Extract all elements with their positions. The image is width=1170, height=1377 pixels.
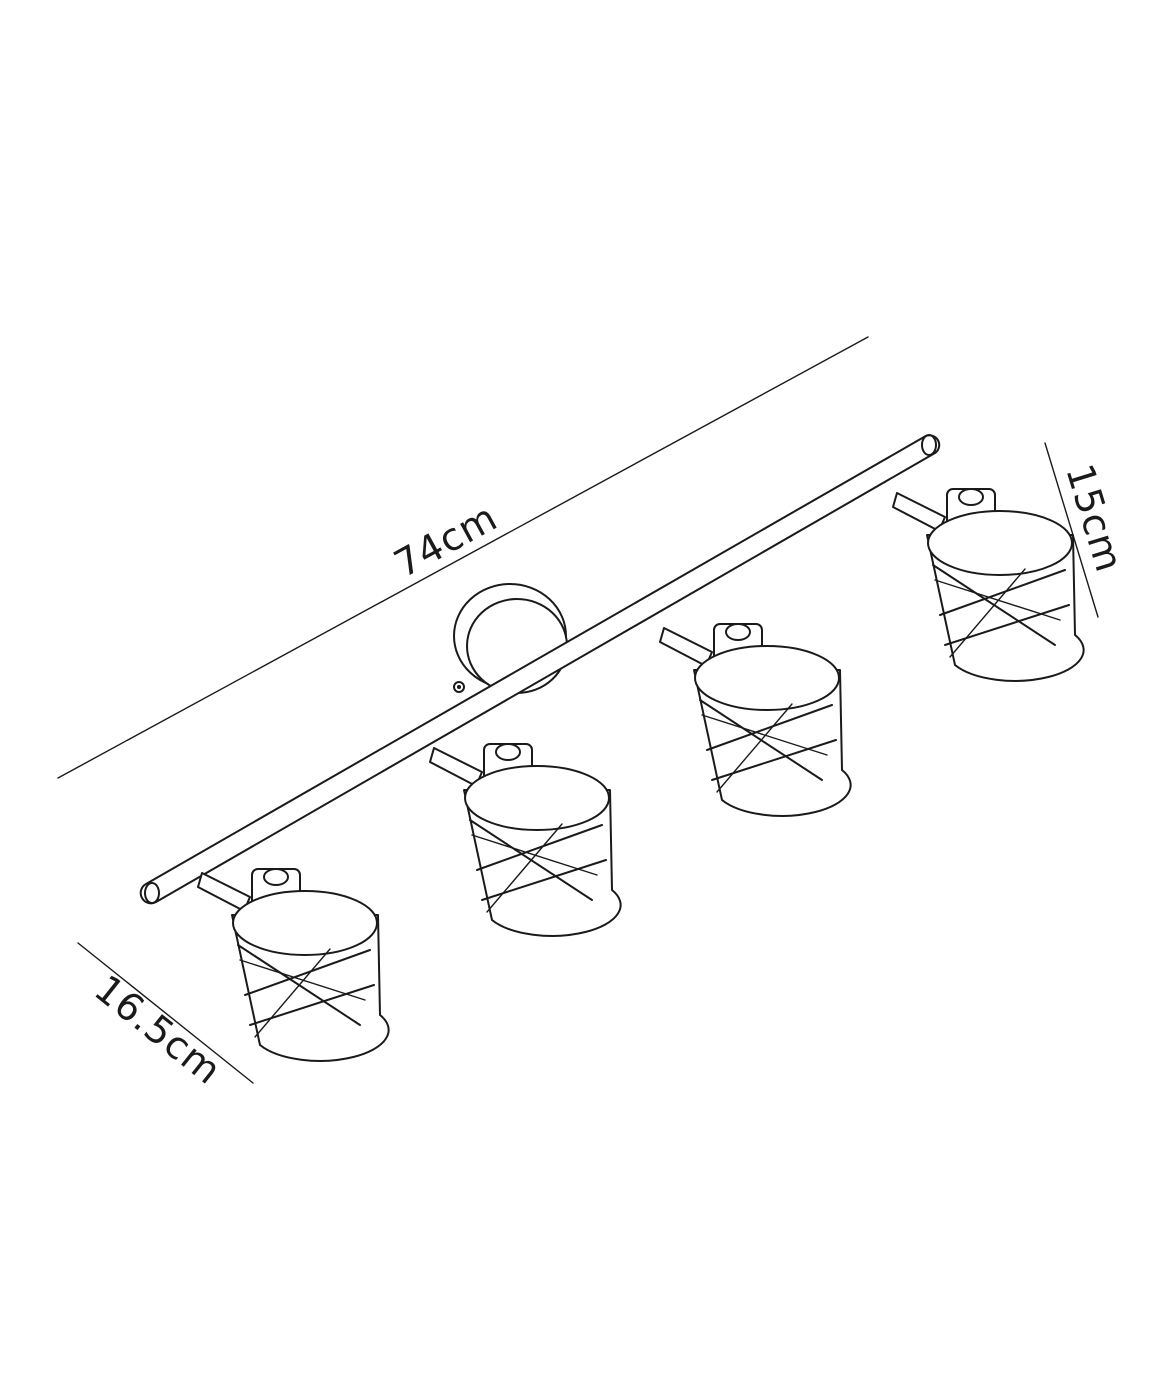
- spotlight-2: [429, 743, 622, 937]
- spotlight-4-cross-b: [934, 568, 1061, 658]
- spotlight-1-cross-b: [239, 948, 366, 1038]
- length-label: 74cm: [387, 495, 505, 586]
- length-dimension-line: [57, 336, 869, 779]
- spotlight-4-knuckle-cap: [958, 488, 984, 506]
- ceiling-plate-screw: [453, 681, 465, 693]
- spotlight-1-knuckle-cap: [263, 868, 289, 886]
- spotlight-3-cross-b: [701, 703, 828, 793]
- spotlight-2-arm: [429, 747, 483, 787]
- spotlight-2-cross-b: [471, 823, 598, 913]
- spotlight-2-cup-rim: [464, 765, 610, 831]
- main-bar-end-left: [144, 882, 160, 904]
- depth-dimension-line: [77, 942, 254, 1084]
- ceiling-plate-screw-dot: [457, 685, 461, 689]
- depth-dimension: 16.5cm: [77, 942, 254, 1093]
- spotlight-3-arm: [659, 627, 713, 667]
- spotlight-4: [892, 488, 1085, 682]
- spotlight-4-cup-rim: [927, 510, 1073, 576]
- spotlight-3: [659, 623, 852, 817]
- spotlight-3-knuckle-cap: [725, 623, 751, 641]
- spotlight-1: [197, 868, 390, 1062]
- height-dimension-line: [1044, 442, 1099, 618]
- spotlight-4-arm: [892, 492, 946, 532]
- spotlight-1-cup-rim: [232, 890, 378, 956]
- spotlight-1-arm: [197, 872, 251, 912]
- main-bar: [139, 434, 941, 905]
- main-bar-end-right: [921, 434, 937, 456]
- spotlight-3-cup-rim: [694, 645, 840, 711]
- depth-label: 16.5cm: [86, 966, 230, 1093]
- spotlight-2-knuckle-cap: [495, 743, 521, 761]
